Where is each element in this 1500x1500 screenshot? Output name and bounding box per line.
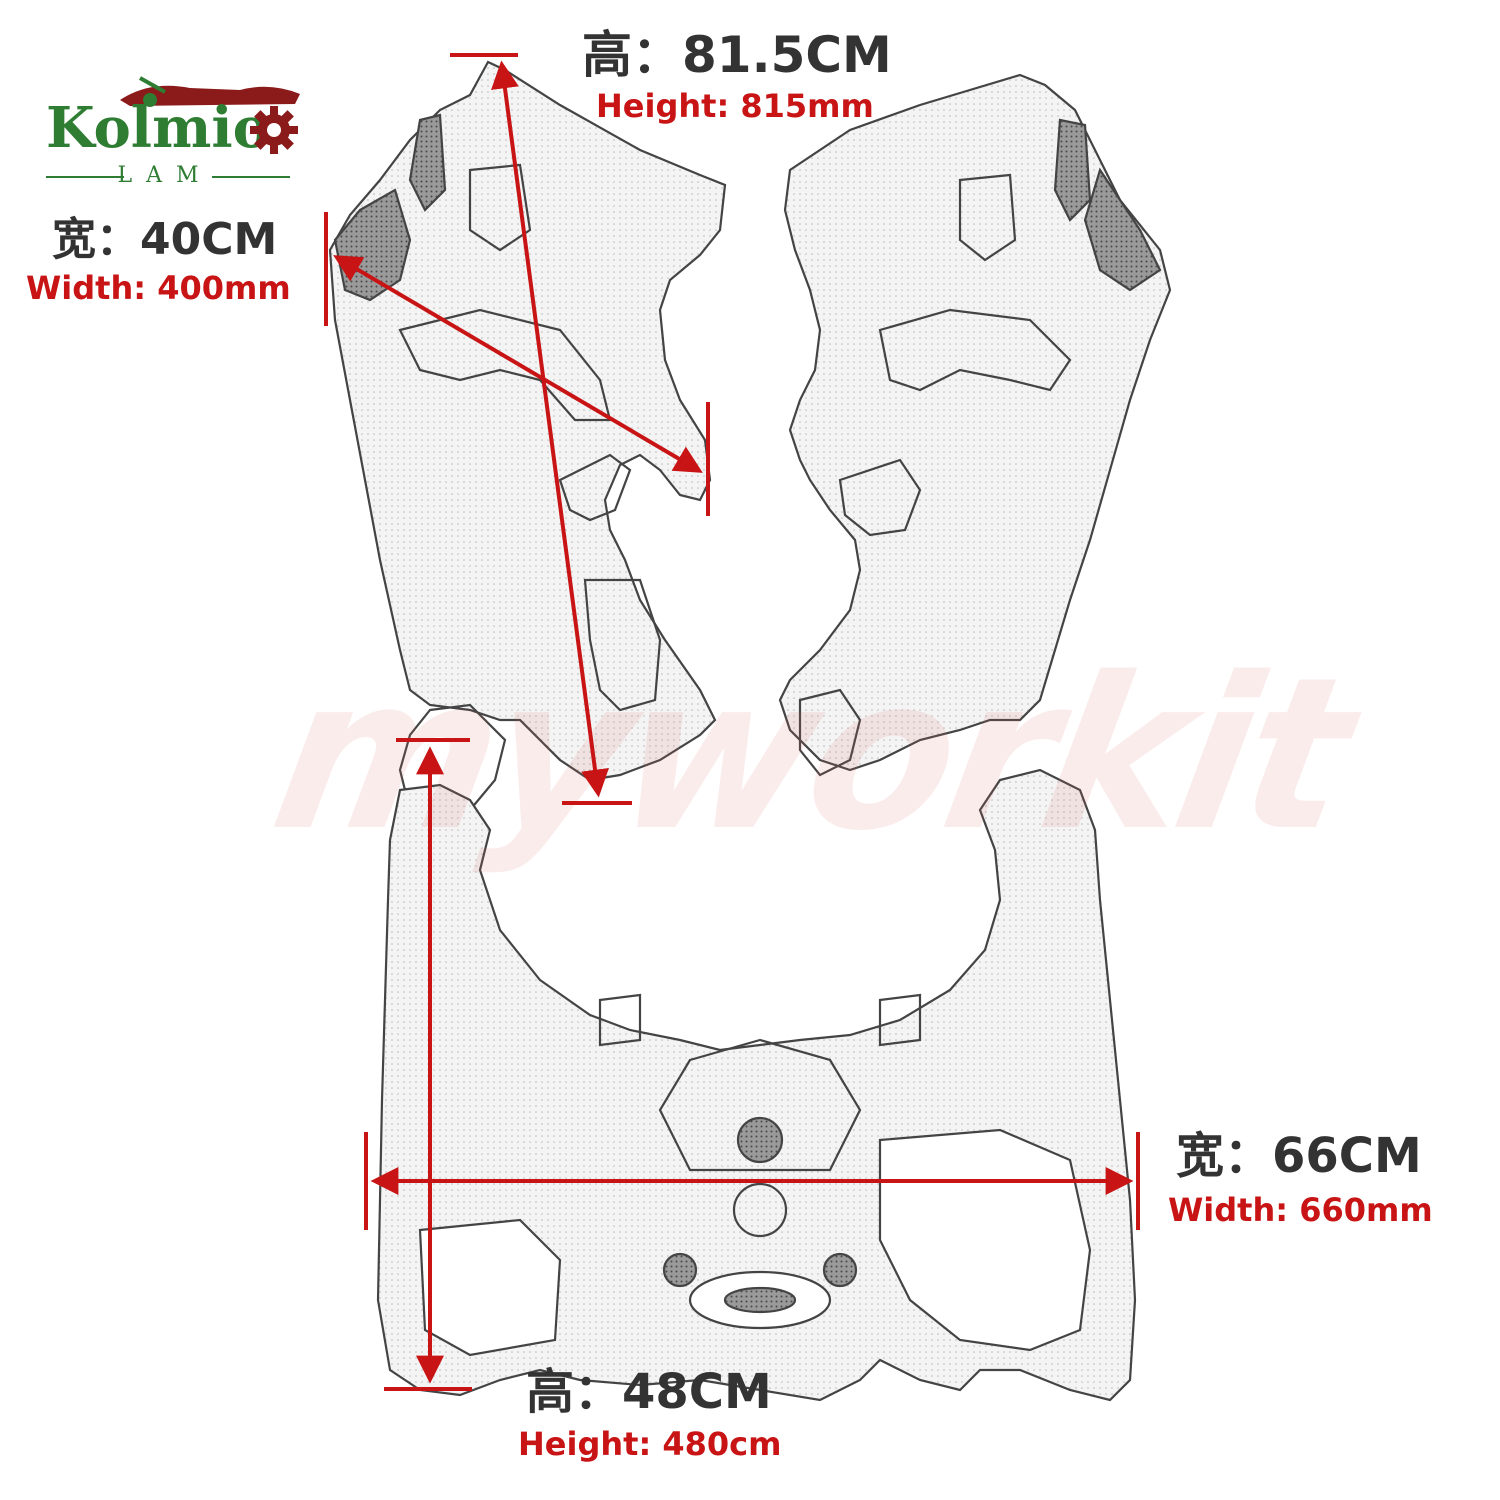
motorcycle-icon (120, 76, 300, 107)
right-upper-panel (778, 73, 1172, 777)
upper-height-label-cn: 高：81.5CM (582, 26, 892, 84)
lower-width-label-cn: 宽：66CM (1176, 1128, 1422, 1184)
gear-icon (250, 106, 298, 154)
logo-rule-right (212, 176, 290, 178)
logo-subtitle: LAM (117, 163, 213, 188)
upper-width-label-en: Width: 400mm (26, 269, 291, 307)
brand-logo: Kolmio LAM (40, 70, 300, 200)
upper-width-label-cn: 宽：40CM (52, 214, 278, 265)
lower-height-label-en: Height: 480cm (518, 1425, 782, 1463)
upper-height-line (491, 60, 609, 798)
upper-height-label-en: Height: 815mm (596, 87, 874, 125)
upper-width-line (333, 255, 703, 473)
logo-text: Kolmio (46, 95, 270, 161)
lower-width-label-en: Width: 660mm (1168, 1191, 1433, 1229)
lower-height-label-cn: 高：48CM (526, 1364, 772, 1420)
logo-rule-left (46, 176, 124, 178)
